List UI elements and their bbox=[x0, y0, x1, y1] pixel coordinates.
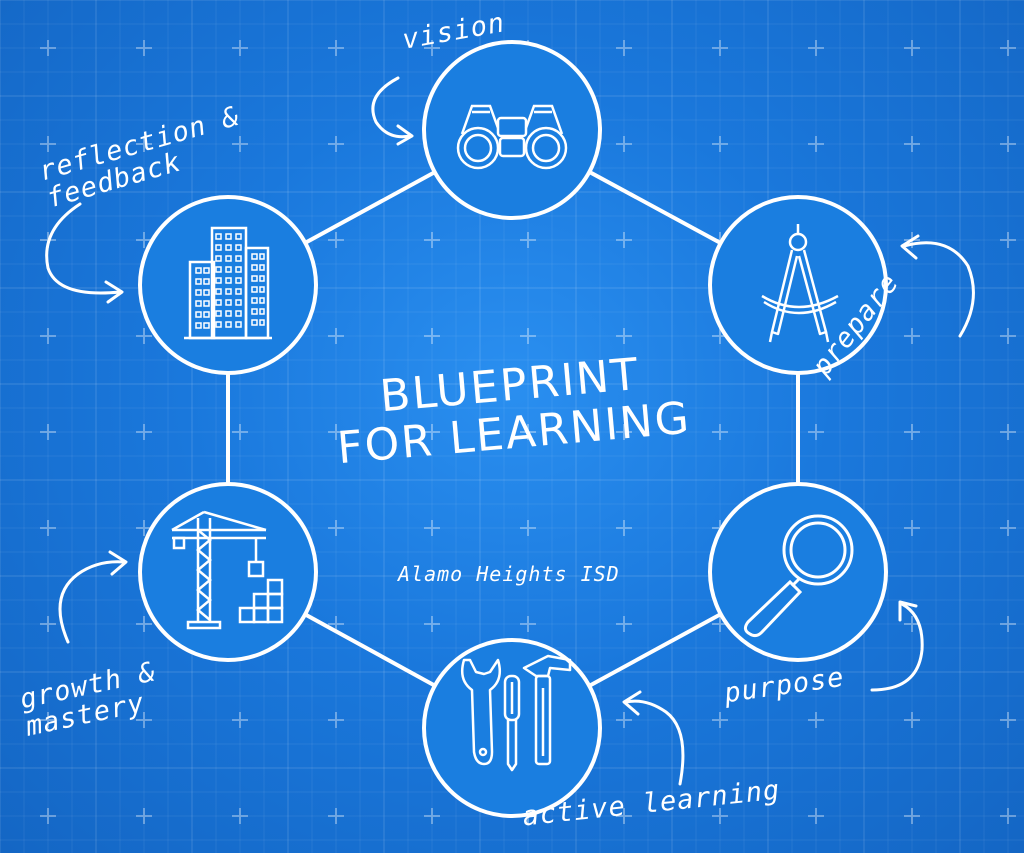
arrow-prepare bbox=[900, 234, 975, 338]
node-purpose bbox=[708, 482, 888, 662]
building-icon bbox=[184, 226, 272, 340]
tools-icon bbox=[461, 654, 572, 772]
node-vision bbox=[422, 40, 602, 220]
diagram-subtitle: Alamo Heights ISD bbox=[398, 562, 620, 586]
node-prepare bbox=[708, 195, 888, 375]
arrow-reflection bbox=[45, 202, 124, 304]
magnifying-glass-icon bbox=[743, 514, 854, 638]
arrow-vision bbox=[371, 76, 414, 146]
binoculars-icon bbox=[456, 104, 568, 170]
compass-icon bbox=[761, 224, 839, 343]
arrow-active-learning bbox=[622, 690, 685, 786]
node-reflection-feedback bbox=[138, 195, 318, 375]
arrow-growth bbox=[58, 550, 128, 644]
node-growth-mastery bbox=[138, 482, 318, 662]
crane-icon bbox=[171, 510, 284, 630]
arrow-purpose bbox=[870, 600, 924, 692]
node-active-learning bbox=[422, 638, 602, 818]
